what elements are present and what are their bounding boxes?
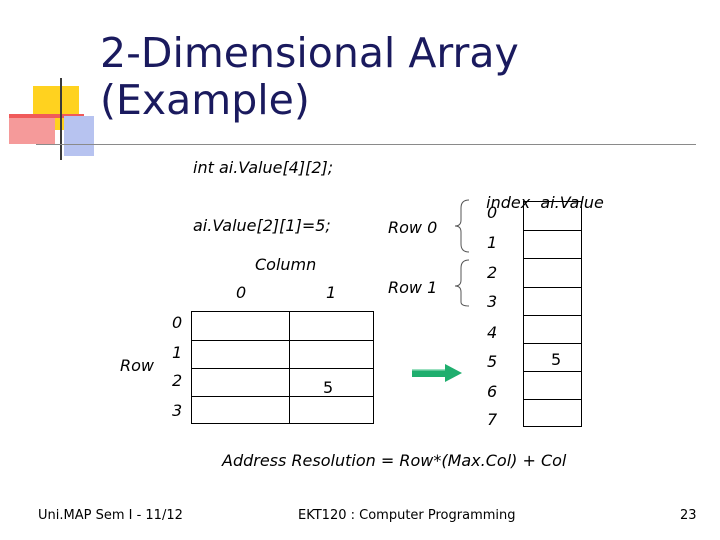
memory-index-1: 1 [487,233,498,252]
decor-vertical-line [60,78,62,160]
column-label: Column [255,255,317,274]
memory-cell-divider [524,399,581,400]
memory-index-2: 2 [487,263,498,282]
row-index-1: 1 [172,343,183,362]
row-index-0: 0 [172,313,183,332]
memory-cell-divider [524,343,581,344]
memory-index-0: 0 [487,203,498,222]
memory-index-3: 3 [487,292,498,311]
memory-column: 5 [523,201,582,427]
memory-index-4: 4 [487,323,498,342]
page-number: 23 [680,508,697,523]
row-label: Row [120,356,154,375]
memory-cell-value: 5 [551,350,562,369]
memory-header: index ai.Value [476,174,604,212]
row-0-brace-icon [454,199,470,253]
row-group-braces [454,199,470,307]
decor-blue-block [64,116,94,156]
arrow-right-icon [412,364,462,382]
column-index-1: 1 [326,283,337,302]
memory-cell-divider [524,230,581,231]
decor-red-block [9,114,55,144]
memory-cell-divider [524,287,581,288]
footer-center: EKT120 : Computer Programming [298,508,516,523]
address-formula: Address Resolution = Row*(Max.Col) + Col [222,451,567,470]
grid-row-divider [192,340,373,341]
decor-red-bar [9,114,84,118]
memory-index-6: 6 [487,382,498,401]
array-grid: 5 [191,311,374,424]
grid-row-divider [192,396,373,397]
row-index-2: 2 [172,371,183,390]
grid-cell-value: 5 [323,378,334,397]
row-group-0-label: Row 0 [388,218,438,237]
memory-cell-divider [524,258,581,259]
memory-index-5: 5 [487,352,498,371]
row-index-3: 3 [172,401,183,420]
footer-left: Uni.MAP Sem I - 11/12 [38,508,183,523]
assignment-text: ai.Value[2][1]=5; [193,216,331,235]
grid-row-divider [192,368,373,369]
grid-column-divider [289,312,290,423]
page-title: 2-Dimensional Array (Example) [100,30,519,124]
title-line-1: 2-Dimensional Array [100,29,519,77]
memory-index-7: 7 [487,410,498,429]
declaration-text: int ai.Value[4][2]; [193,158,334,177]
row-1-brace-icon [454,259,470,307]
memory-cell-divider [524,371,581,372]
column-index-0: 0 [236,283,247,302]
row-group-1-label: Row 1 [388,278,438,297]
memory-cell-divider [524,315,581,316]
memory-header-text: index ai.Value [486,193,604,212]
decor-horizontal-line [36,144,696,145]
title-line-2: (Example) [100,76,310,124]
